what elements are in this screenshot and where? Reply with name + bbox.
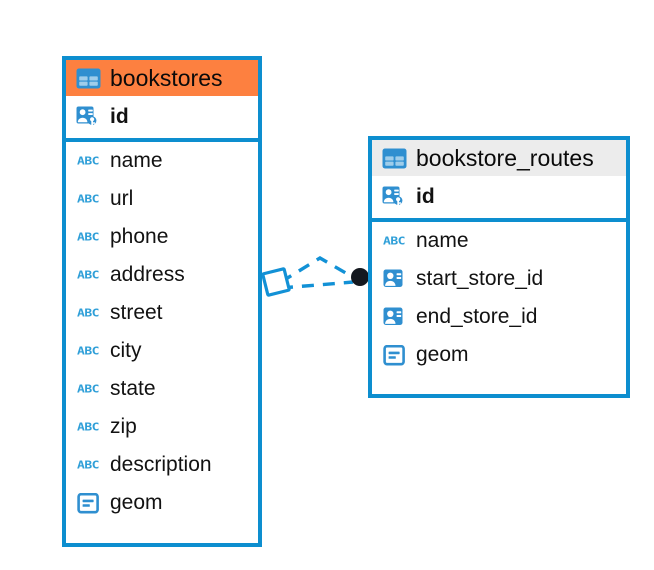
foreign-key-icon	[381, 304, 407, 330]
field-name: name	[110, 148, 163, 172]
field-name: state	[110, 376, 156, 400]
abc-text-icon: ABC	[75, 148, 101, 174]
field-name: geom	[416, 342, 469, 366]
abc-text-icon-label: ABC	[77, 344, 99, 358]
field-row[interactable]: ABC description	[66, 446, 258, 484]
abc-text-icon: ABC	[75, 186, 101, 212]
abc-text-icon: ABC	[75, 338, 101, 364]
field-name: city	[110, 338, 142, 362]
field-row[interactable]: ABC zip	[66, 408, 258, 446]
abc-text-icon: ABC	[75, 452, 101, 478]
entity-header-bookstore-routes[interactable]: bookstore_routes	[372, 140, 626, 176]
geometry-icon	[75, 490, 101, 516]
field-name: id	[416, 184, 435, 208]
entity-title: bookstores	[110, 64, 223, 91]
abc-text-icon-label: ABC	[77, 192, 99, 206]
field-name: zip	[110, 414, 137, 438]
field-name: name	[416, 228, 469, 252]
field-name: start_store_id	[416, 266, 544, 290]
primary-key-icon	[381, 184, 407, 210]
relationship-line-upper	[280, 256, 357, 284]
relationship-target-circle-icon	[351, 268, 369, 286]
field-row[interactable]: ABC city	[66, 332, 258, 370]
abc-text-icon: ABC	[75, 300, 101, 326]
abc-text-icon: ABC	[381, 228, 407, 254]
entity-table-bookstores[interactable]: bookstores id ABC	[62, 56, 262, 547]
abc-text-icon-label: ABC	[77, 382, 99, 396]
field-row[interactable]: start_store_id	[372, 260, 626, 298]
abc-text-icon-label: ABC	[77, 306, 99, 320]
abc-text-icon-label: ABC	[77, 154, 99, 168]
field-row[interactable]: ABC name	[66, 142, 258, 180]
table-icon	[381, 145, 407, 171]
relationship-source-diamond-icon	[261, 267, 291, 297]
entity-header-bookstores[interactable]: bookstores	[66, 60, 258, 96]
field-row[interactable]: ABC url	[66, 180, 258, 218]
field-row[interactable]: geom	[372, 336, 626, 374]
field-name: address	[110, 262, 185, 286]
abc-text-icon-label: ABC	[77, 268, 99, 282]
field-row[interactable]: ABC name	[372, 222, 626, 260]
abc-text-icon: ABC	[75, 414, 101, 440]
field-name: id	[110, 104, 129, 128]
field-row[interactable]: ABC state	[66, 370, 258, 408]
field-name: description	[110, 452, 212, 476]
entity-title: bookstore_routes	[416, 144, 594, 171]
field-name: geom	[110, 490, 163, 514]
abc-text-icon-label: ABC	[77, 458, 99, 472]
foreign-key-icon	[381, 266, 407, 292]
field-row[interactable]: ABC street	[66, 294, 258, 332]
field-row[interactable]: end_store_id	[372, 298, 626, 336]
primary-key-divider	[372, 218, 626, 222]
abc-text-icon-label: ABC	[77, 230, 99, 244]
primary-key-divider	[66, 138, 258, 142]
abc-text-icon-label: ABC	[77, 420, 99, 434]
field-row[interactable]: ABC phone	[66, 218, 258, 256]
abc-text-icon: ABC	[75, 262, 101, 288]
field-name: phone	[110, 224, 169, 248]
abc-text-icon: ABC	[75, 376, 101, 402]
field-name: url	[110, 186, 134, 210]
field-row[interactable]: id	[372, 176, 626, 218]
geometry-icon	[381, 342, 407, 368]
primary-key-icon	[75, 104, 101, 130]
field-name: street	[110, 300, 163, 324]
field-row[interactable]: geom	[66, 484, 258, 522]
abc-text-icon-label: ABC	[383, 234, 405, 248]
field-row[interactable]: ABC address	[66, 256, 258, 294]
field-row[interactable]: id	[66, 96, 258, 138]
table-icon	[75, 65, 101, 91]
relationship-line-lower	[280, 280, 354, 290]
entity-table-bookstore-routes[interactable]: bookstore_routes id	[368, 136, 630, 398]
field-name: end_store_id	[416, 304, 538, 328]
abc-text-icon: ABC	[75, 224, 101, 250]
